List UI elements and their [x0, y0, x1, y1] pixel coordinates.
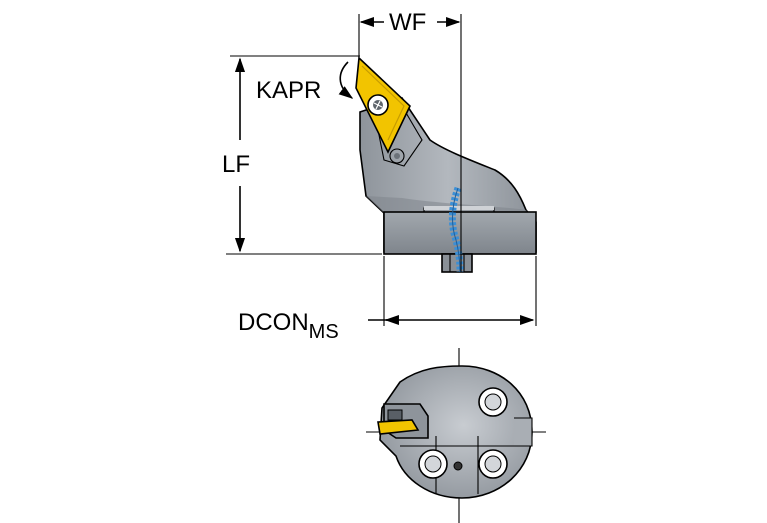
coolant-port	[453, 461, 463, 471]
kapr-label: KAPR	[256, 77, 321, 104]
clamp-slot-edge	[424, 206, 494, 210]
torx-screw-icon	[367, 94, 389, 116]
bolt-hole-icon	[418, 449, 448, 479]
side-view	[355, 56, 537, 273]
end-view	[366, 348, 546, 523]
dimension-lines	[226, 14, 537, 326]
bolt-hole-icon	[478, 387, 508, 417]
lf-label: LF	[222, 151, 250, 178]
dcon-main: DCON	[238, 309, 309, 336]
bolt-hole-icon	[478, 449, 508, 479]
dcon-label: DCONMS	[238, 309, 339, 343]
dcon-subscript: MS	[309, 321, 339, 343]
clamp-screw-hole	[389, 148, 405, 164]
end-view-insert	[377, 419, 420, 435]
wf-label: WF	[389, 9, 426, 36]
